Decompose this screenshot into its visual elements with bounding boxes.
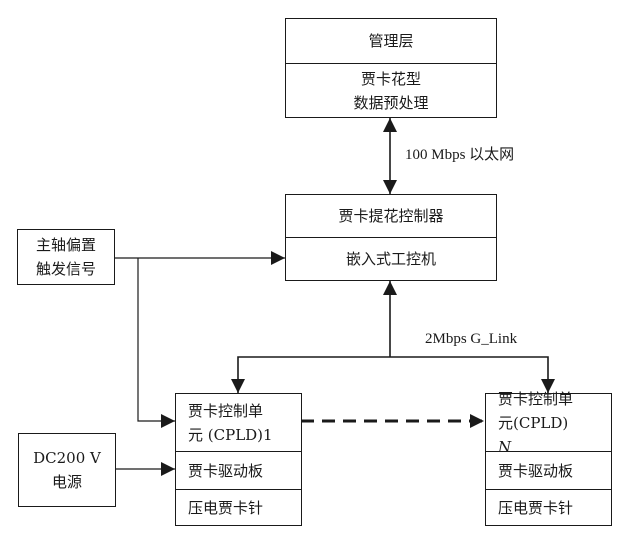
driver-board-1: 贾卡驱动板 xyxy=(176,451,301,489)
driver1-text: 贾卡驱动板 xyxy=(188,461,264,480)
embedded-ipc-text: 嵌入式工控机 xyxy=(345,250,436,268)
pattern-line1: 贾卡花型 xyxy=(360,69,421,88)
cpldn-prefix: 元(CPLD) xyxy=(498,413,569,432)
cpld-unit-n: 贾卡控制单 元(CPLD)N xyxy=(486,390,611,456)
management-layer-box: 管理层 贾卡花型 数据预处理 xyxy=(285,18,497,118)
trigger-to-unit1-arrow xyxy=(137,258,175,428)
control-unit-1-box: 贾卡控制单 元 (CPLD)1 贾卡驱动板 压电贾卡针 xyxy=(175,393,302,526)
cpldn-line1: 贾卡控制单 xyxy=(498,389,574,408)
power-line2: 电源 xyxy=(51,473,82,491)
glink-to-unit1-arrow xyxy=(231,356,390,393)
cpld1-line2: 元 (CPLD)1 xyxy=(188,425,273,444)
piezo-needle-1: 压电贾卡针 xyxy=(176,489,301,525)
cpld-unit-1: 贾卡控制单 元 (CPLD)1 xyxy=(176,394,301,451)
driver-board-n: 贾卡驱动板 xyxy=(486,451,611,489)
power-line1: DC200 V xyxy=(33,449,101,467)
pattern-preprocessing: 贾卡花型 数据预处理 xyxy=(286,63,496,117)
controller-title: 贾卡提花控制器 xyxy=(286,195,496,237)
management-title: 管理层 xyxy=(286,19,496,63)
dc-power-text: DC200 V 电源 xyxy=(19,434,115,506)
dc-power-box: DC200 V 电源 xyxy=(18,433,116,507)
needlen-text: 压电贾卡针 xyxy=(498,498,574,517)
trigger-line2: 触发信号 xyxy=(35,260,96,278)
piezo-needle-n: 压电贾卡针 xyxy=(486,489,611,525)
management-title-text: 管理层 xyxy=(368,32,414,50)
jacquard-controller-box: 贾卡提花控制器 嵌入式工控机 xyxy=(285,194,497,281)
glink-label: 2Mbps G_Link xyxy=(425,331,518,347)
needle1-text: 压电贾卡针 xyxy=(188,498,264,517)
pattern-line2: 数据预处理 xyxy=(353,93,429,112)
cpld1-line1: 贾卡控制单 xyxy=(188,401,264,420)
glink-to-unitn-arrow xyxy=(390,356,555,393)
spindle-trigger-box: 主轴偏置 触发信号 xyxy=(17,229,115,285)
drivern-text: 贾卡驱动板 xyxy=(498,461,574,480)
spindle-trigger-text: 主轴偏置 触发信号 xyxy=(18,230,114,284)
control-unit-n-box: 贾卡控制单 元(CPLD)N 贾卡驱动板 压电贾卡针 xyxy=(485,390,612,526)
ethernet-label: 100 Mbps 以太网 xyxy=(405,147,515,163)
trigger-line1: 主轴偏置 xyxy=(35,236,96,254)
embedded-ipc: 嵌入式工控机 xyxy=(286,237,496,280)
controller-title-text: 贾卡提花控制器 xyxy=(338,207,444,225)
